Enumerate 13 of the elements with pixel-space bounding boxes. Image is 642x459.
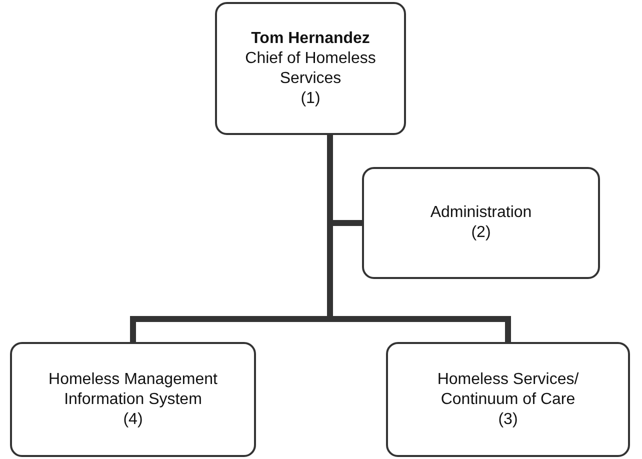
org-box — [386, 342, 630, 457]
role-text: (2) — [471, 223, 491, 243]
org-box — [362, 167, 600, 279]
role-text: Chief of Homeless Services — [244, 48, 377, 88]
role-text: (4) — [123, 410, 143, 430]
role-text: (1) — [300, 88, 320, 108]
role-text: Homeless Management Information System — [48, 370, 218, 410]
role-text: (3) — [498, 410, 518, 430]
org-box — [215, 2, 406, 135]
role-text: Homeless Services/ Continuum of Care — [436, 370, 580, 410]
org-box — [10, 342, 256, 457]
role-text: Administration — [430, 203, 532, 223]
person-name: Tom Hernandez — [251, 28, 370, 48]
